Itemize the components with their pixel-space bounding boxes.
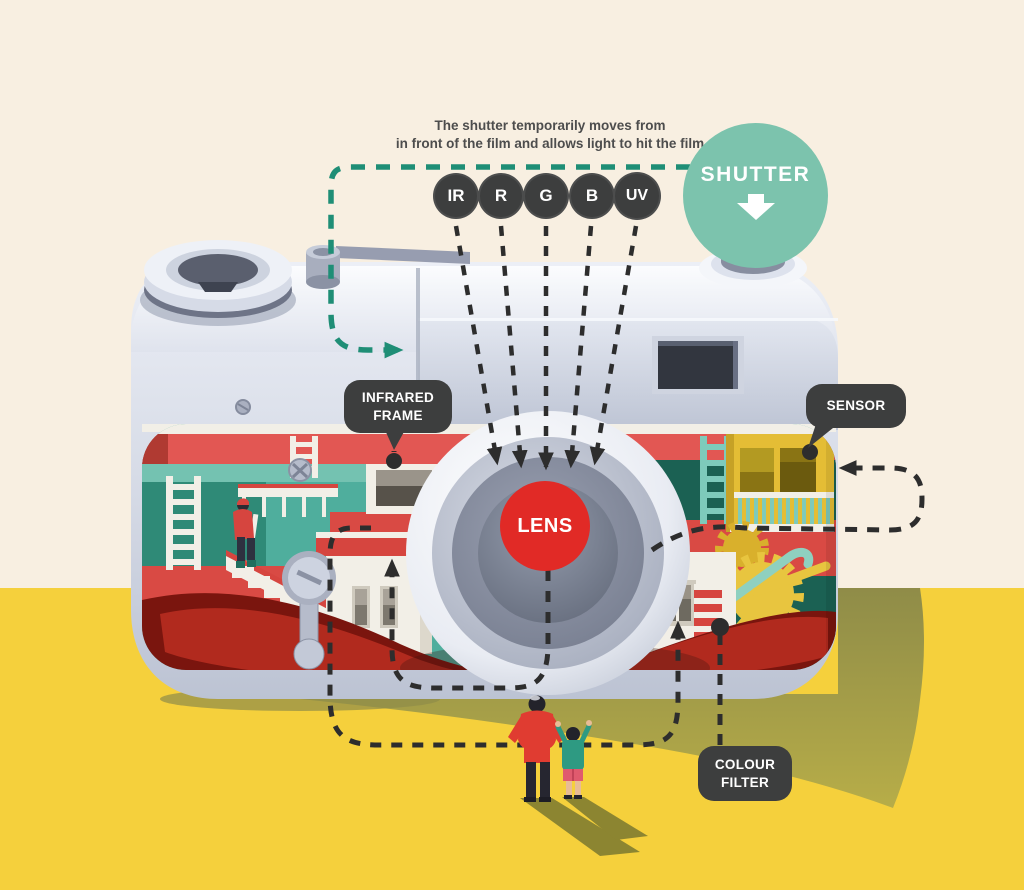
front-band [418, 318, 838, 430]
filter-label-b: B [585, 186, 599, 205]
colour-filter-label-1: COLOUR [714, 756, 776, 772]
child-figure [555, 720, 592, 799]
colour-filter-dot [711, 618, 729, 636]
filter-label-uv: UV [625, 187, 649, 204]
ladder-left [166, 476, 201, 570]
sensor-path-dashes [650, 460, 925, 553]
sensor-dot [802, 444, 818, 460]
infrared-dot [386, 453, 402, 469]
film-advance-crank [282, 551, 336, 670]
scene-edge-shade [826, 430, 836, 670]
painter-figure [233, 498, 259, 568]
man-shadow [520, 798, 640, 856]
rewind-knob [306, 245, 340, 289]
filter-circle-r: R [478, 173, 524, 219]
down-arrow-icon [736, 194, 775, 220]
caption: The shutter temporarily moves from in fr… [300, 117, 800, 153]
filter-label-g: G [539, 186, 553, 205]
infrared-frame-window [366, 464, 442, 514]
screw-slot [237, 403, 249, 411]
infrared-frame-label-1: INFRARED [361, 389, 435, 405]
top-step [416, 268, 420, 430]
colour-filter-label-2: FILTER [720, 774, 770, 790]
infrared-frame-pill: INFRARED FRAME [344, 380, 452, 433]
filter-label-r: R [494, 186, 508, 205]
filter-circle-uv: UV [613, 172, 661, 220]
man-figure [508, 695, 566, 802]
film-path-dashes [327, 525, 686, 748]
infrared-frame-label-2: FRAME [373, 407, 423, 423]
colour-filter-pill: COLOUR FILTER [698, 746, 792, 801]
lens-to-frame-path [384, 558, 551, 691]
viewfinder-window [652, 336, 744, 394]
infrared-pill-tail [385, 430, 405, 450]
annotation-paths [327, 164, 925, 748]
people [508, 695, 648, 856]
filter-circle-b: B [569, 173, 615, 219]
sensor-pill-tail [808, 424, 838, 448]
shutter-speed-dial [140, 240, 296, 326]
sensor-label: SENSOR [826, 398, 886, 414]
band-highlight [418, 318, 838, 321]
child-shadow [562, 797, 648, 840]
sensor-pill: SENSOR [806, 384, 906, 428]
filter-label-ir: IR [447, 186, 465, 205]
winder-bar [336, 246, 470, 264]
sensor-house [726, 434, 834, 532]
gears [695, 521, 831, 636]
shutter-badge: SHUTTER [683, 123, 828, 268]
caption-line-2: in front of the film and allows light to… [395, 136, 705, 151]
scene-screw [288, 458, 312, 482]
filter-circle-g: G [523, 173, 569, 219]
filter-circle-ir: IR [433, 173, 479, 219]
lens-badge: LENS [500, 481, 590, 571]
caption-line-1: The shutter temporarily moves from [434, 118, 666, 133]
shutter-label: SHUTTER [700, 163, 811, 186]
lens-label: LENS [517, 514, 573, 537]
